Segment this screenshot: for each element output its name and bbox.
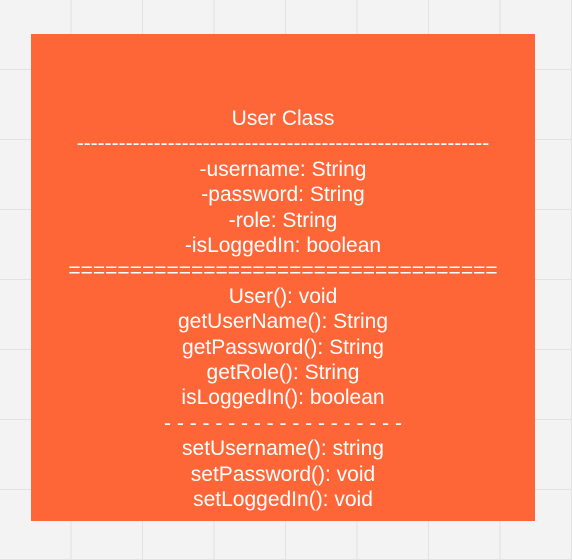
attribute-username: -username: String <box>199 157 367 181</box>
separator-middle: =================================== <box>68 259 498 283</box>
method-get-user-name: getUserName(): String <box>177 310 389 334</box>
separator-top: ----------------------------------------… <box>76 132 490 156</box>
method-set-username: setUsername(): string <box>182 437 384 461</box>
method-get-role: getRole(): String <box>206 361 360 385</box>
method-set-password: setPassword(): void <box>190 462 376 486</box>
attribute-role: -role: String <box>228 208 338 232</box>
method-get-password: getPassword(): String <box>182 335 384 359</box>
separator-dashed: - - - - - - - - - - - - - - - - - - - <box>164 411 402 435</box>
uml-class-box[interactable]: User Class -----------------------------… <box>31 34 535 521</box>
attribute-password: -password: String <box>201 183 365 207</box>
attribute-is-logged-in: -isLoggedIn: boolean <box>184 234 382 258</box>
method-is-logged-in: isLoggedIn(): boolean <box>181 386 385 410</box>
method-constructor: User(): void <box>228 284 338 308</box>
class-title: User Class <box>231 107 335 130</box>
method-set-logged-in: setLoggedIn(): void <box>193 488 373 512</box>
